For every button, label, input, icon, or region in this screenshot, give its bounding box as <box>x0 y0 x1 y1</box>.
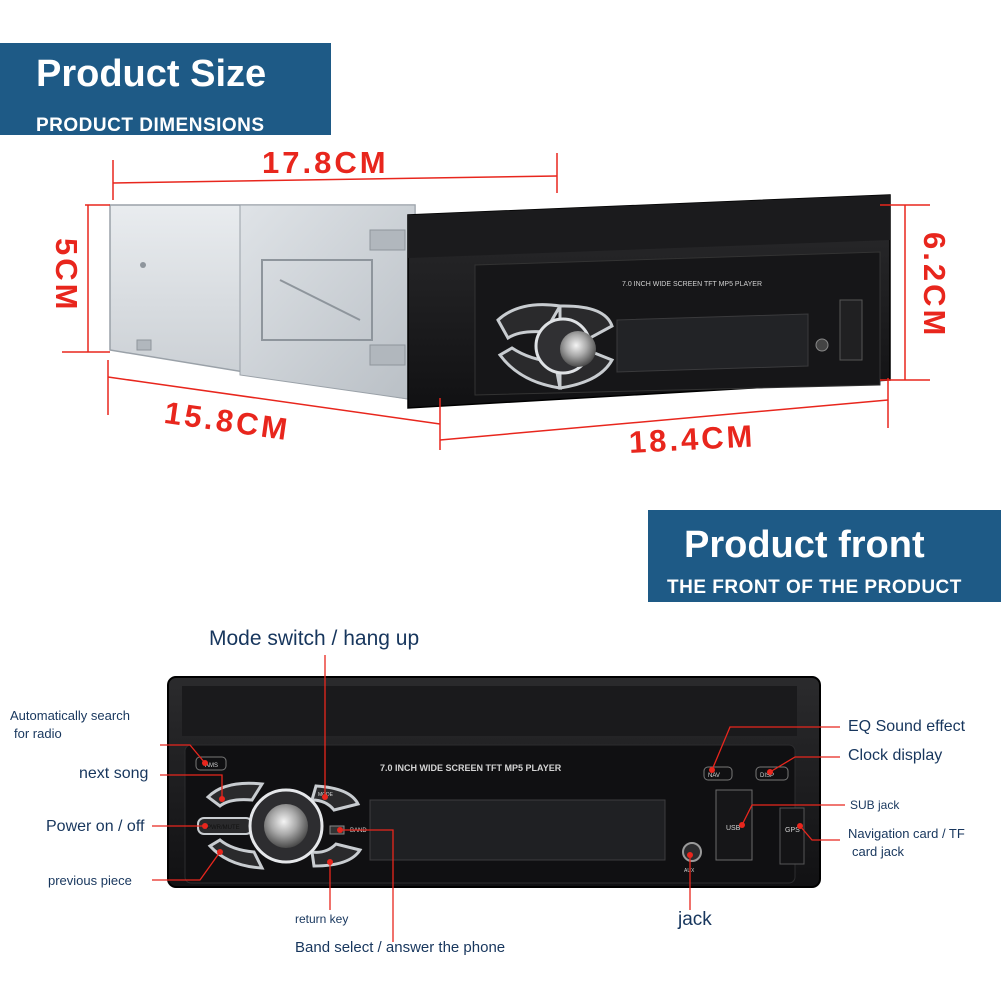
top-device: 7.0 INCH WIDE SCREEN TFT MP5 PLAYER <box>109 194 891 409</box>
dimension-front-height: 6.2CM <box>917 232 952 339</box>
disp-button-label: DISP <box>760 773 774 779</box>
callout-nav-card-line2: card jack <box>852 844 905 859</box>
front-device <box>167 676 821 888</box>
top-device-label: 7.0 INCH WIDE SCREEN TFT MP5 PLAYER <box>622 281 762 288</box>
product-size-title: Product Size <box>36 53 267 95</box>
callout-dots <box>202 760 803 865</box>
power-button-label: PWR/MUTE <box>207 825 240 831</box>
callout-leaders <box>152 655 845 942</box>
gps-port-label: GPS <box>785 827 800 834</box>
callout-jack: jack <box>678 909 712 930</box>
band-button-label: BAND <box>350 828 367 834</box>
product-front-banner: Product front THE FRONT OF THE PRODUCT <box>648 510 1001 602</box>
callout-return-key: return key <box>295 912 349 926</box>
ams-button-label: AMS <box>205 763 218 769</box>
callout-sub-jack: SUB jack <box>850 798 900 812</box>
callout-auto-search-line2: for radio <box>14 726 62 741</box>
nav-button <box>703 766 733 781</box>
callout-auto-search-line1: Automatically search <box>10 708 130 723</box>
callout-next-song: next song <box>79 765 149 782</box>
callout-band-select: Band select / answer the phone <box>295 939 506 956</box>
dimension-lines-top <box>62 153 930 450</box>
dimension-width-top: 17.8CM <box>262 145 389 180</box>
callout-previous: previous piece <box>48 873 132 888</box>
callout-clock: Clock display <box>848 747 943 764</box>
callout-mode-switch: Mode switch / hang up <box>209 627 420 650</box>
dimension-height-left: 5CM <box>49 238 84 313</box>
ams-button <box>195 756 227 771</box>
disp-button <box>755 766 789 781</box>
product-front-title: Product front <box>684 524 925 566</box>
callout-power: Power on / off <box>46 818 145 835</box>
callout-eq: EQ Sound effect <box>848 718 966 735</box>
front-device-label: 7.0 INCH WIDE SCREEN TFT MP5 PLAYER <box>380 763 562 773</box>
product-size-banner: Product Size PRODUCT DIMENSIONS <box>0 43 331 136</box>
nav-button-label: NAV <box>708 773 720 779</box>
callout-nav-card-line1: Navigation card / TF <box>848 826 965 841</box>
usb-port-label: USB <box>726 825 741 832</box>
product-size-subtitle: PRODUCT DIMENSIONS <box>36 115 265 136</box>
dimension-front-width: 18.4CM <box>628 418 757 460</box>
product-front-subtitle: THE FRONT OF THE PRODUCT <box>667 577 962 598</box>
